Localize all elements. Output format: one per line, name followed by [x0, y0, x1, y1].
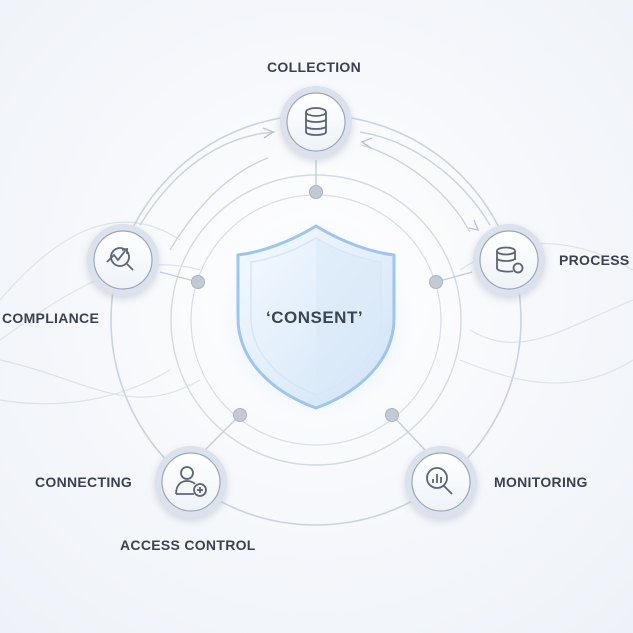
center-label: ‘CONSENT’ [266, 308, 364, 327]
node-compliance[interactable] [87, 224, 159, 296]
label-collection: COLLECTION [267, 59, 361, 75]
trend-search-icon [106, 247, 134, 271]
add-user-icon [175, 466, 207, 497]
background-curves [0, 221, 633, 405]
label-process: PROCESS [559, 252, 630, 268]
label-access-control: ACCESS CONTROL [120, 537, 256, 553]
analytics-search-icon [426, 467, 453, 495]
flow-arcs [139, 131, 491, 251]
label-monitoring: MONITORING [494, 474, 588, 490]
arc-arrowheads [262, 127, 480, 231]
junction-dots [191, 185, 443, 422]
database-icon [305, 107, 327, 136]
label-connecting: CONNECTING [35, 474, 133, 490]
shield-icon [236, 224, 396, 410]
node-process[interactable] [473, 224, 545, 296]
database-settings-icon [496, 246, 524, 274]
label-compliance: COMPLIANCE [2, 310, 100, 326]
